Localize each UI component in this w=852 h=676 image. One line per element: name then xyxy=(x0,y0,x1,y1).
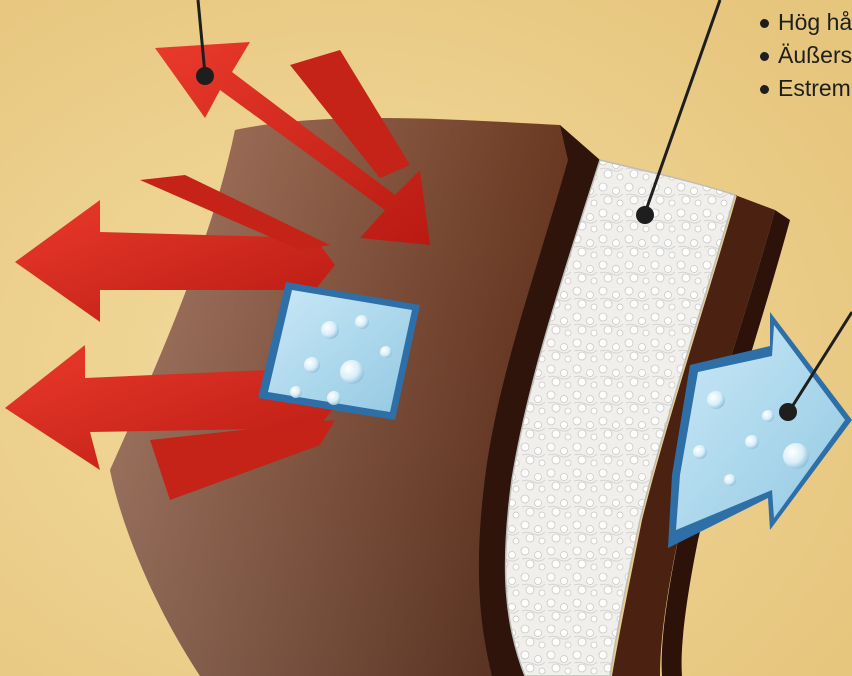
water-block-icon xyxy=(258,282,420,420)
feature-bullet-item: Äußers xyxy=(758,39,852,72)
pointer-dot-water xyxy=(779,403,797,421)
feature-bullet-item: Hög hå xyxy=(758,6,852,39)
pointer-dot-membrane xyxy=(636,206,654,224)
feature-bullet-item: Estrem xyxy=(758,72,852,105)
pointer-dot-vapor xyxy=(196,67,214,85)
feature-bullet-list: Hög hå Äußers Estrem xyxy=(758,6,852,105)
